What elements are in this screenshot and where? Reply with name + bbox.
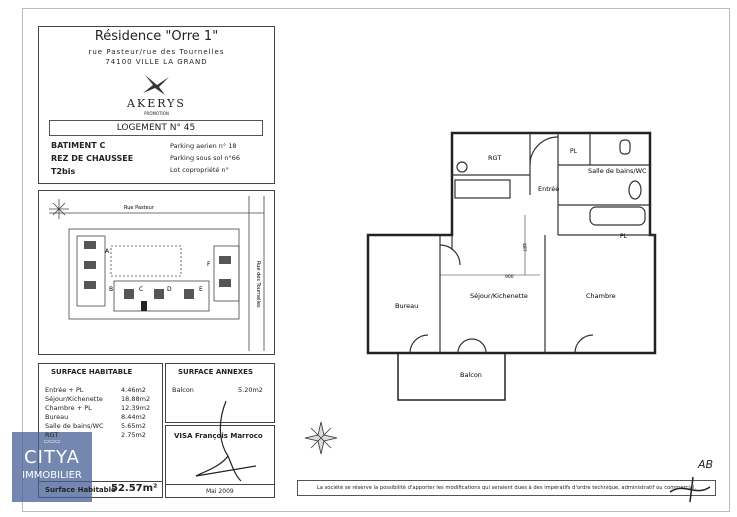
logement-number: LOGEMENT N° 45	[49, 120, 263, 136]
street-tournelles: Rue des Tournelles	[255, 261, 261, 308]
logo-text: AKERYS	[127, 97, 186, 110]
visa-label: VISA François Marroco	[174, 432, 263, 440]
room-name: Balcon	[172, 386, 194, 394]
initials: AB	[698, 458, 714, 471]
akerys-logo-icon	[143, 75, 169, 95]
visa-box: VISA François Marroco Mai 2009	[165, 400, 275, 498]
street-pasteur: Rue Pasteur	[124, 205, 155, 211]
building-e: E	[199, 286, 203, 293]
room-name: Chambre + PL	[45, 404, 92, 412]
room-chambre: Chambre	[586, 292, 616, 300]
signature	[195, 400, 257, 482]
room-area: 5.65m2	[121, 422, 146, 430]
watermark-icon: ▭▭▭	[43, 438, 61, 445]
room-area: 2.75m2	[121, 431, 146, 439]
parking-aerien: Parking aerien n° 18	[170, 142, 237, 150]
residence-title: Résidence "Orre 1"	[94, 29, 219, 44]
room-name: Séjour/Kichenette	[45, 395, 103, 403]
building-a: A	[105, 248, 110, 255]
room-name: Entrée + PL	[45, 386, 84, 394]
compass-rose-icon	[304, 421, 338, 455]
room-area: 4.46m2	[121, 386, 146, 394]
room-area: 12.39m2	[121, 404, 151, 412]
lot-copropriete: Lot copropriété n°	[170, 166, 229, 174]
batiment: BATIMENT C	[51, 141, 106, 150]
site-plan: Rue Pasteur Rue des Tournelles A B C D E…	[38, 190, 275, 355]
niveau: REZ DE CHAUSSEE	[51, 154, 134, 163]
parking-sous-sol: Parking sous sol n°66	[170, 154, 240, 162]
room-rgt: RGT	[488, 154, 501, 162]
signature-initials	[669, 476, 711, 503]
disclaimer: La société se réserve la possibilité d'a…	[316, 485, 697, 491]
room-salle-de-bains: Salle de bains/WC	[588, 167, 647, 175]
total-area: 52.57m²	[111, 483, 158, 494]
room-balcon: Balcon	[460, 371, 482, 379]
room-entree: Entrée	[538, 185, 559, 193]
surface-annexes-box: SURFACE ANNEXES Balcon 5.20m2	[165, 363, 275, 423]
building-c: C	[139, 286, 143, 293]
dimension: 487	[521, 243, 527, 252]
building-f: F	[207, 261, 211, 268]
disclaimer-box: La société se réserve la possibilité d'a…	[297, 480, 716, 496]
surface-habitable-box: SURFACE HABITABLE Entrée + PL 4.46m2 Séjo…	[38, 363, 163, 498]
room-name: RGT	[45, 431, 59, 439]
watermark-brand: CITYA	[24, 447, 80, 468]
room-name: Bureau	[45, 413, 69, 421]
address-city: 74100 VILLE LA GRAND	[105, 58, 208, 66]
room-area: 5.20m2	[238, 386, 263, 394]
address-street: rue Pasteur/rue des Tournelles	[88, 48, 225, 56]
room-sejour: Séjour/Kichenette	[470, 292, 528, 300]
type: T2bis	[51, 167, 76, 176]
room-area: 18.88m2	[121, 395, 151, 403]
floor-plan: RGT PL Salle de bains/WC Entrée PL Burea…	[366, 131, 657, 401]
building-b: B	[109, 286, 113, 293]
room-name: Salle de bains/WC	[45, 422, 104, 430]
site-plan-drawing: Rue Pasteur Rue des Tournelles A B C D E…	[49, 196, 265, 351]
total-label: Surface Habitable	[45, 486, 116, 494]
compass-icon	[49, 199, 69, 219]
room-area: 8.44m2	[121, 413, 146, 421]
room-pl-2: PL	[620, 233, 628, 240]
surface-habitable-title: SURFACE HABITABLE	[51, 368, 133, 376]
citya-watermark: ▭▭▭ CITYA IMMOBILIER	[12, 432, 92, 502]
dimension: 900	[505, 274, 514, 280]
visa-date: Mai 2009	[206, 488, 234, 495]
logo-sub: PROMOTION	[144, 111, 169, 116]
plan-sheet	[22, 8, 730, 512]
watermark-sub: IMMOBILIER	[22, 470, 82, 481]
room-bureau: Bureau	[395, 302, 418, 310]
header-box: Résidence "Orre 1" rue Pasteur/rue des T…	[38, 26, 275, 184]
building-d: D	[167, 286, 172, 293]
room-pl: PL	[570, 148, 578, 155]
surface-annexes-title: SURFACE ANNEXES	[178, 368, 254, 376]
